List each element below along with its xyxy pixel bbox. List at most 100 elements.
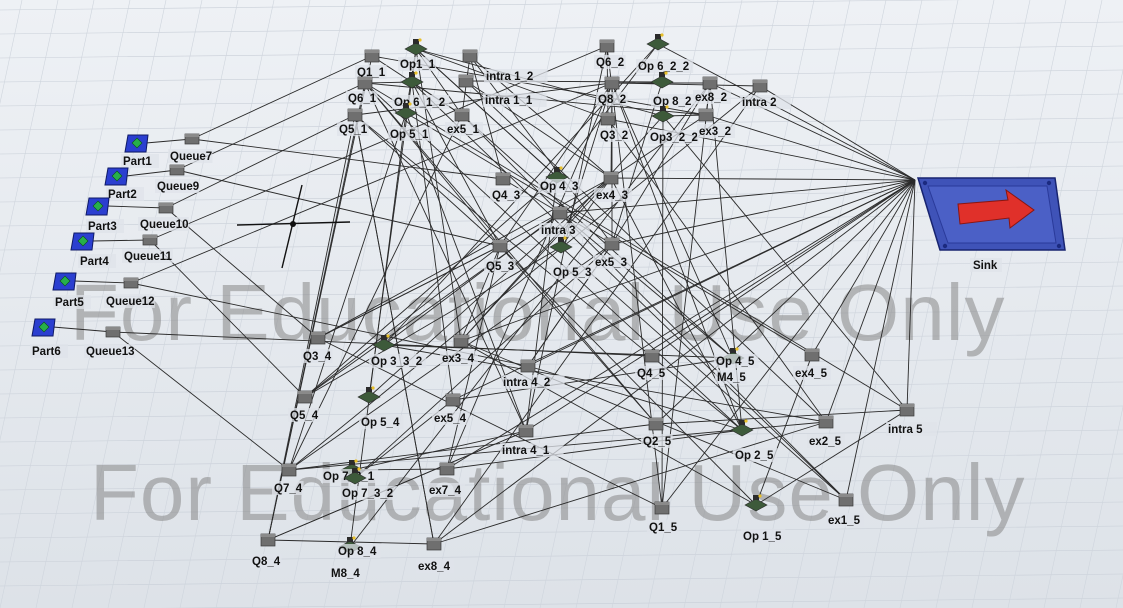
node-label: Q5_1 xyxy=(339,124,368,136)
queue-queue13[interactable] xyxy=(105,326,121,338)
processor-icon xyxy=(404,42,428,56)
node-q3-4[interactable] xyxy=(310,331,326,345)
queue-label: Queue12 xyxy=(106,296,155,308)
node-intra-3[interactable] xyxy=(552,206,568,220)
node-label: Op 5_4 xyxy=(361,417,400,429)
node-op-5-3[interactable] xyxy=(549,236,573,254)
node-intra-2[interactable] xyxy=(752,79,768,93)
node-q2-5[interactable] xyxy=(648,417,664,431)
node-intra-1-1[interactable] xyxy=(458,74,474,88)
source-part2[interactable] xyxy=(104,167,129,186)
queue-queue10[interactable] xyxy=(158,202,174,214)
processor-icon xyxy=(549,240,573,254)
node-intra-5[interactable] xyxy=(899,403,915,417)
node-op-3-3-2[interactable] xyxy=(372,334,396,352)
node-q5-1[interactable] xyxy=(347,108,363,122)
node-ex5-4[interactable] xyxy=(445,393,461,407)
node-label: intra 2 xyxy=(742,97,777,109)
gem-icon xyxy=(111,170,123,182)
node-intra-4-2[interactable] xyxy=(520,359,536,373)
node-q7-4[interactable] xyxy=(281,463,297,477)
node-op-6-2-2[interactable] xyxy=(646,33,670,51)
node-q5-3[interactable] xyxy=(492,239,508,253)
source-part6[interactable] xyxy=(31,318,56,337)
node-ex4-3[interactable] xyxy=(603,171,619,185)
node-q6-2[interactable] xyxy=(599,39,615,53)
node-label: Op 6_2_2 xyxy=(638,61,689,73)
sink-label: Sink xyxy=(973,260,998,272)
node-label: Q6_1 xyxy=(348,93,377,105)
node-ex5-1[interactable] xyxy=(454,108,470,122)
node-label: Q3_2 xyxy=(600,130,628,142)
sink-object[interactable]: Sink xyxy=(916,177,1066,272)
node-intra-4-1[interactable] xyxy=(518,424,534,438)
gem-icon xyxy=(131,137,143,149)
node-label: Op 2_5 xyxy=(735,450,774,462)
source-part1[interactable] xyxy=(124,134,149,153)
processor-icon xyxy=(650,75,674,89)
processor-icon xyxy=(394,106,418,120)
node-label: intra 4_2 xyxy=(503,377,550,389)
node-label: Op 8_2 xyxy=(653,96,691,108)
source-part4[interactable] xyxy=(70,232,95,251)
source-part5[interactable] xyxy=(52,272,77,291)
node-ex8-2[interactable] xyxy=(702,76,718,90)
node-label: ex5_1 xyxy=(447,124,480,136)
node-q1-5[interactable] xyxy=(654,501,670,515)
queue-label: Queue13 xyxy=(86,346,135,358)
processor-icon xyxy=(646,37,670,51)
processor-icon xyxy=(357,390,381,404)
node-label: Q2_5 xyxy=(643,436,672,448)
node-op-8-2[interactable] xyxy=(650,71,674,89)
gem-icon xyxy=(92,200,104,212)
node-q4-5[interactable] xyxy=(644,349,660,363)
node-label: Op 6_1_2 xyxy=(394,97,445,109)
node-ex4-5[interactable] xyxy=(804,348,820,362)
source-label: Part1 xyxy=(123,156,152,168)
node-ex7-4[interactable] xyxy=(439,462,455,476)
source-label: Part3 xyxy=(88,221,117,233)
node-label: ex5_4 xyxy=(434,413,467,425)
node-q3-2[interactable] xyxy=(600,112,616,126)
node-intra-1-2[interactable] xyxy=(462,49,478,63)
node-label: Op3_2_2 xyxy=(650,132,698,144)
node-op-5-4[interactable] xyxy=(357,386,381,404)
queue-queue12[interactable] xyxy=(123,277,139,289)
node-label: Op 7_3_2 xyxy=(342,488,393,500)
node-ex1-5[interactable] xyxy=(838,493,854,507)
node-label: M4_5 xyxy=(717,372,746,384)
node-ex3-2[interactable] xyxy=(698,108,714,122)
queue-queue9[interactable] xyxy=(169,164,185,176)
node-q4-3[interactable] xyxy=(495,172,511,186)
node-q1-1[interactable] xyxy=(364,49,380,63)
queue-label: Queue7 xyxy=(170,151,212,163)
node-label: ex8_2 xyxy=(695,92,727,104)
node-label: ex1_5 xyxy=(828,515,861,527)
node-ex2-5[interactable] xyxy=(818,415,834,429)
node-q8-2[interactable] xyxy=(604,76,620,90)
node-ex5-3[interactable] xyxy=(604,237,620,251)
node-ex8-4[interactable] xyxy=(426,537,442,551)
queue-queue7[interactable] xyxy=(184,133,200,145)
node-q8-4[interactable] xyxy=(260,533,276,547)
node-q6-1[interactable] xyxy=(357,76,373,90)
model-objects[interactable]: Part1Part2Part3Part4Part5Part6Queue7Queu… xyxy=(30,33,937,580)
node-ex3-4[interactable] xyxy=(453,334,469,348)
node-label: Op 1_5 xyxy=(743,531,782,543)
queue-queue11[interactable] xyxy=(142,234,158,246)
node-op-2-5[interactable] xyxy=(730,419,754,437)
node-op-5-1[interactable] xyxy=(394,102,418,120)
queue-label: Queue9 xyxy=(157,181,199,193)
node-op-7-3-2[interactable] xyxy=(343,467,367,485)
node-q5-4[interactable] xyxy=(297,390,313,404)
source-part3[interactable] xyxy=(85,197,110,216)
node-op1-1[interactable] xyxy=(404,38,428,56)
node-op-6-1-2[interactable] xyxy=(400,71,424,89)
node-label: Q8_4 xyxy=(252,556,281,568)
node-op3-2-2[interactable] xyxy=(651,105,675,123)
source-label: Part6 xyxy=(32,346,61,358)
node-label: Q7_4 xyxy=(274,483,303,495)
node-op-1-5[interactable] xyxy=(744,494,768,512)
